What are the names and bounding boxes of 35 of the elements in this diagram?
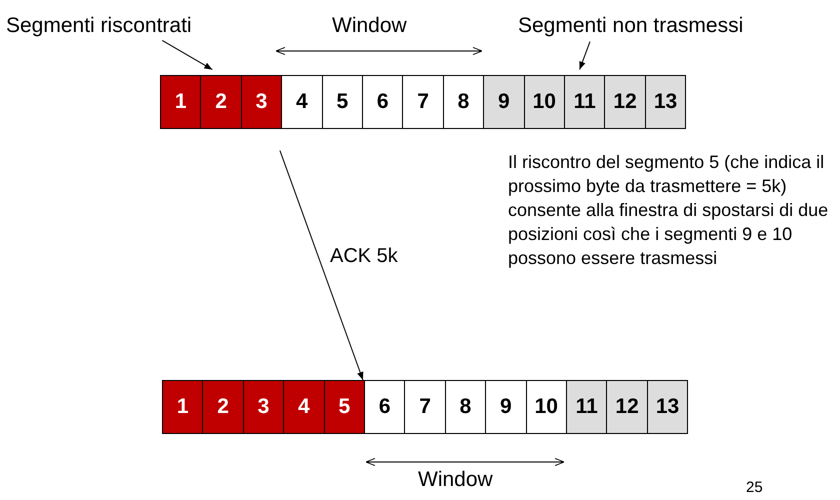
page-number: 25 [746, 479, 763, 496]
segment-cell: 9 [483, 75, 525, 129]
segment-cell: 1 [162, 380, 204, 434]
segment-cell: 13 [646, 380, 688, 434]
segment-cell: 12 [606, 380, 648, 434]
segment-cell: 11 [566, 380, 608, 434]
segment-cell: 3 [240, 75, 282, 129]
segment-cell: 9 [485, 380, 527, 434]
segment-cell: 6 [364, 380, 406, 434]
segment-cell: 5 [322, 75, 363, 129]
segment-cell: 4 [283, 380, 325, 434]
segment-cell: 8 [442, 75, 484, 129]
window-label: Window [332, 14, 407, 38]
segment-cell: 10 [524, 75, 565, 129]
arrow [579, 41, 590, 70]
segment-cell: 3 [242, 380, 284, 434]
callout-text: Segmenti non trasmessi [518, 14, 744, 38]
segment-cell: 4 [281, 75, 323, 129]
segment-cell: 11 [564, 75, 606, 129]
window-label: Window [418, 468, 493, 492]
segment-cell: 7 [402, 75, 444, 129]
segment-cell: 8 [444, 380, 486, 434]
segment-cell: 6 [362, 75, 404, 129]
segment-cell: 1 [160, 75, 202, 129]
segment-cell: 10 [526, 380, 567, 434]
segment-cell: 13 [644, 75, 686, 129]
arrow [279, 150, 364, 380]
arrow [162, 40, 213, 70]
segment-cell: 2 [200, 75, 242, 129]
note-paragraph: Il riscontro del segmento 5 (che indica il prossimo byte da trasmettere = 5k) consente alla finestra di spostarsi di due posizioni così che i segmenti 9 e 10 possono essere trasmessi [508, 151, 830, 270]
segment-cell: 5 [324, 380, 365, 434]
segment-cell: 7 [404, 380, 446, 434]
segment-cell: 2 [202, 380, 244, 434]
segment-cell: 12 [604, 75, 646, 129]
callout-text: Segmenti riscontrati [6, 14, 192, 38]
